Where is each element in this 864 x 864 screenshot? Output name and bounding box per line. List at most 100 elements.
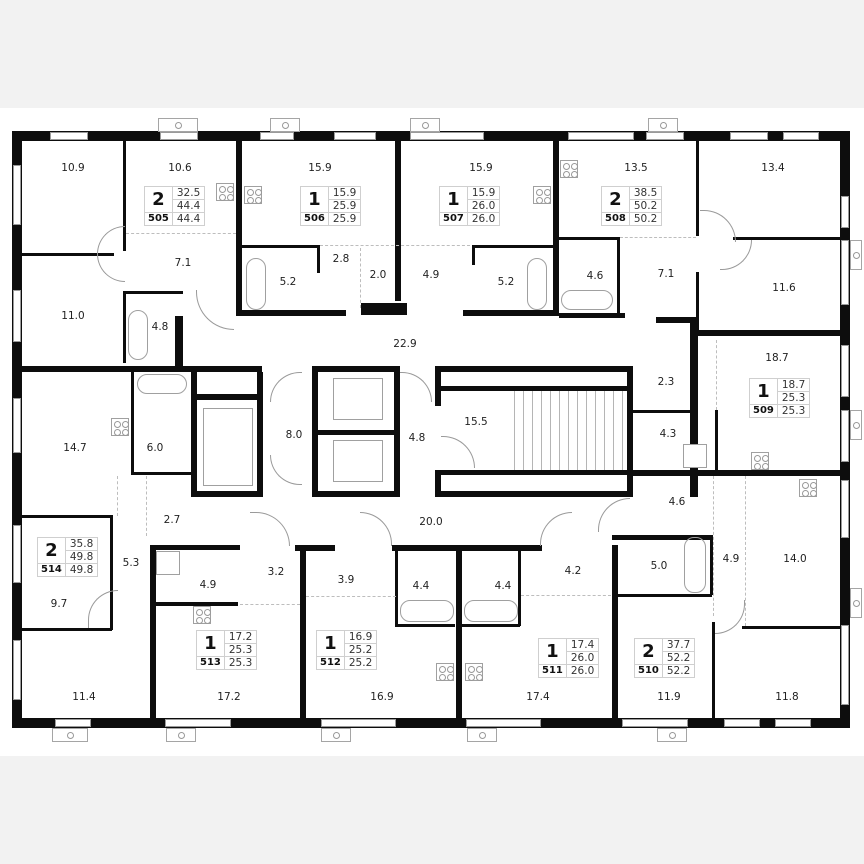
window [13, 525, 21, 583]
wall [312, 372, 318, 492]
wall [696, 141, 699, 236]
wall [236, 310, 346, 316]
room-area: 20.0 [419, 516, 443, 528]
total-area: 50.2 [629, 200, 662, 213]
door[interactable] [250, 512, 290, 546]
door[interactable] [196, 290, 234, 330]
room-area: 13.5 [624, 162, 648, 174]
wall [131, 372, 134, 472]
apartment-511-card[interactable]: 1 17.4 26.0 511 26.0 [538, 638, 600, 678]
door[interactable] [540, 512, 572, 546]
door[interactable] [88, 590, 118, 628]
bathtub-icon [137, 374, 187, 394]
ac-unit [648, 118, 678, 132]
wall [395, 624, 455, 627]
zone-line [716, 340, 717, 410]
ac-unit [850, 240, 862, 270]
room-count: 1 [440, 187, 468, 213]
wall [712, 622, 715, 720]
apartment-508-card[interactable]: 2 38.5 50.2 508 50.2 [601, 186, 663, 226]
room-area: 3.2 [267, 566, 285, 578]
ac-unit [321, 728, 351, 742]
door[interactable] [270, 372, 302, 402]
ac-unit [850, 410, 862, 440]
wall [191, 394, 263, 400]
window [841, 625, 849, 705]
window [466, 719, 541, 727]
door[interactable] [360, 512, 392, 546]
shower-icon [683, 444, 707, 468]
room-area: 4.6 [586, 270, 604, 282]
wall [618, 594, 712, 597]
window [841, 345, 849, 397]
living-area: 38.5 [629, 187, 662, 200]
room-area: 16.9 [370, 691, 394, 703]
apartment-number: 513 [197, 657, 225, 669]
apartment-number: 514 [38, 564, 66, 576]
wall [318, 430, 394, 435]
room-area: 17.2 [217, 691, 241, 703]
staircase [506, 391, 626, 470]
room-area: 10.6 [168, 162, 192, 174]
door[interactable] [97, 226, 125, 282]
wall [257, 372, 263, 497]
stove-icon [799, 479, 817, 497]
ac-unit [166, 728, 196, 742]
door[interactable] [720, 240, 752, 270]
ac-unit [52, 728, 88, 742]
room-area: 4.8 [408, 432, 426, 444]
apartment-509-card[interactable]: 1 18.7 25.3 509 25.3 [749, 378, 811, 418]
door[interactable] [598, 498, 630, 532]
room-area: 5.2 [279, 276, 297, 288]
total-area-2: 44.4 [176, 213, 201, 225]
door[interactable] [715, 600, 745, 634]
door[interactable] [441, 436, 475, 468]
wall [175, 316, 183, 366]
apartment-505-card[interactable]: 2 32.5 44.4 505 44.4 [144, 186, 206, 226]
apartment-510-card[interactable]: 2 37.7 52.2 510 52.2 [634, 638, 696, 678]
apartment-514-card[interactable]: 2 35.8 49.8 514 49.8 [37, 537, 99, 577]
shaft [295, 545, 335, 551]
room-area: 17.4 [526, 691, 550, 703]
wall [696, 330, 840, 336]
bathtub-icon [527, 258, 547, 310]
apartment-506-card[interactable]: 1 15.9 25.9 506 25.9 [300, 186, 362, 226]
stove-icon [560, 160, 578, 178]
room-area: 5.2 [497, 276, 515, 288]
door[interactable] [700, 210, 736, 242]
wall [191, 372, 197, 497]
apartment-512-card[interactable]: 1 16.9 25.2 512 25.2 [316, 630, 378, 670]
door[interactable] [400, 372, 432, 402]
zone-line [360, 248, 361, 308]
door[interactable] [270, 455, 302, 485]
zone-line [713, 476, 714, 616]
wall [236, 141, 242, 316]
wall [22, 628, 112, 631]
window [841, 480, 849, 538]
apartment-513-card[interactable]: 1 17.2 25.3 513 25.3 [196, 630, 258, 670]
window [783, 132, 819, 140]
apartment-number: 507 [440, 213, 468, 225]
ac-unit [657, 728, 687, 742]
total-area: 49.8 [65, 551, 98, 564]
wall [612, 545, 618, 720]
zone-line [745, 476, 746, 626]
room-area: 2.3 [657, 376, 675, 388]
outer-wall-south [12, 718, 850, 728]
room-area: 2.8 [332, 253, 350, 265]
window [646, 132, 684, 140]
wall [518, 551, 521, 626]
room-area: 10.9 [61, 162, 85, 174]
total-area-2: 26.0 [471, 213, 496, 225]
ac-unit [410, 118, 440, 132]
total-area-2: 26.0 [570, 665, 595, 677]
total-area: 26.0 [467, 200, 500, 213]
wall [742, 626, 840, 629]
room-area: 11.9 [657, 691, 681, 703]
stove-icon [436, 663, 454, 681]
window [13, 165, 21, 225]
wall [435, 491, 633, 497]
living-area: 15.9 [467, 187, 500, 200]
apartment-507-card[interactable]: 1 15.9 26.0 507 26.0 [439, 186, 501, 226]
